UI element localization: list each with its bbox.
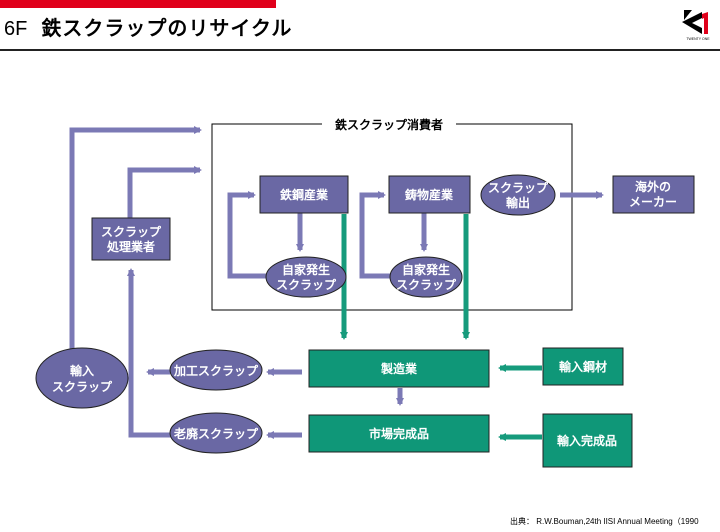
node-manufacturing: 製造業 [308, 349, 490, 388]
page-title: 6F 鉄スクラップのリサイクル [4, 12, 292, 41]
node-steel-industry: 鉄鋼産業 [259, 175, 349, 214]
section-number: 6F [4, 18, 28, 40]
consumer-group: 鉄スクラップ消費者 [211, 117, 573, 311]
scrap-export-label-1: スクラップ [488, 180, 549, 195]
casting-industry-label: 鋳物産業 [405, 187, 454, 202]
node-processing-scrap: 加工スクラップ [169, 349, 263, 391]
manufacturing-label: 製造業 [380, 361, 418, 376]
green-flows [340, 214, 542, 441]
title-text: 鉄スクラップのリサイクル [41, 16, 293, 40]
steel-industry-label: 鉄鋼産業 [280, 187, 329, 202]
overseas-makers-label-1: 海外の [635, 179, 671, 194]
node-scrap-processors: スクラップ 処理業者 [91, 217, 171, 261]
logo-text: TWENTY ONE [686, 37, 710, 41]
source-credit: 出典： R.W.Bouman,24th IISI Annual Meeting（… [510, 517, 699, 526]
processing-scrap-label: 加工スクラップ [173, 363, 259, 378]
home-scrap-2-label-1: 自家発生 [402, 262, 450, 277]
imported-steel-label: 輸入鋼材 [559, 359, 607, 374]
node-imported-steel: 輸入鋼材 [542, 347, 624, 386]
node-home-scrap-1: 自家発生 スクラップ [265, 256, 347, 298]
node-obsolete-scrap: 老廃スクラップ [169, 412, 263, 454]
logo: TWENTY ONE [680, 6, 716, 42]
scrap-processors-label-1: スクラップ [101, 224, 162, 239]
scrap-processors-label-2: 処理業者 [106, 239, 155, 254]
header-accent-bar [0, 0, 276, 8]
flow-home-scrap-loop-1 [227, 191, 266, 279]
node-home-scrap-2: 自家発生 スクラップ [389, 256, 463, 298]
header-rule [0, 49, 720, 51]
flow-obsolete-to-processors [127, 268, 172, 438]
home-scrap-1-label-2: スクラップ [276, 277, 337, 292]
node-market-products: 市場完成品 [308, 414, 490, 453]
purple-flows [69, 126, 604, 439]
flow-processors-to-consumers [127, 166, 202, 218]
node-scrap-export: スクラップ 輸出 [480, 174, 556, 216]
obsolete-scrap-label: 老廃スクラップ [174, 426, 259, 441]
node-imported-products: 輸入完成品 [542, 413, 633, 468]
node-overseas-makers: 海外の メーカー [612, 175, 695, 214]
imported-scrap-label-2: スクラップ [52, 379, 113, 394]
overseas-makers-label-2: メーカー [629, 195, 677, 209]
flow-home-scrap-loop-2 [359, 191, 392, 279]
home-scrap-2-label-2: スクラップ [396, 277, 457, 292]
imported-scrap-label-1: 輸入 [70, 363, 94, 378]
market-products-label: 市場完成品 [369, 426, 429, 441]
consumer-group-label: 鉄スクラップ消費者 [335, 117, 443, 132]
node-imported-scrap: 輸入 スクラップ [35, 347, 129, 409]
flow-import-scrap-to-consumers [69, 126, 202, 358]
imported-products-label: 輸入完成品 [557, 433, 617, 448]
node-casting-industry: 鋳物産業 [388, 175, 471, 214]
scrap-export-label-2: 輸出 [506, 195, 530, 210]
home-scrap-1-label-1: 自家発生 [282, 262, 330, 277]
